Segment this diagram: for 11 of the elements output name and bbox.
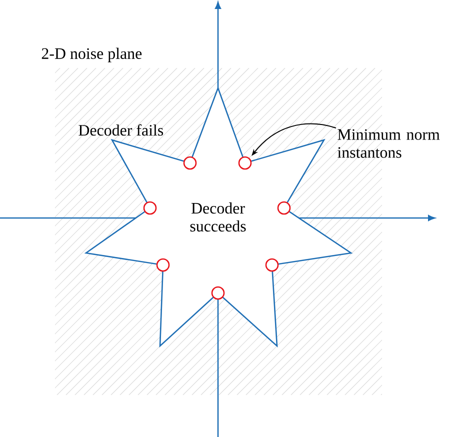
instanton-marker (211, 286, 225, 300)
instanton-marker (183, 156, 197, 170)
region-title: 2-D noise plane (42, 48, 142, 62)
instanton-marker (265, 258, 279, 272)
region-label: Decoder fails (78, 124, 164, 136)
callout-text: Minimum norm instantons (338, 129, 440, 158)
instanton-marker (277, 201, 291, 215)
instanton-marker (156, 258, 170, 272)
star-label: Decoder succeeds (190, 202, 246, 232)
instanton-marker (143, 201, 157, 215)
instanton-marker (238, 156, 252, 170)
